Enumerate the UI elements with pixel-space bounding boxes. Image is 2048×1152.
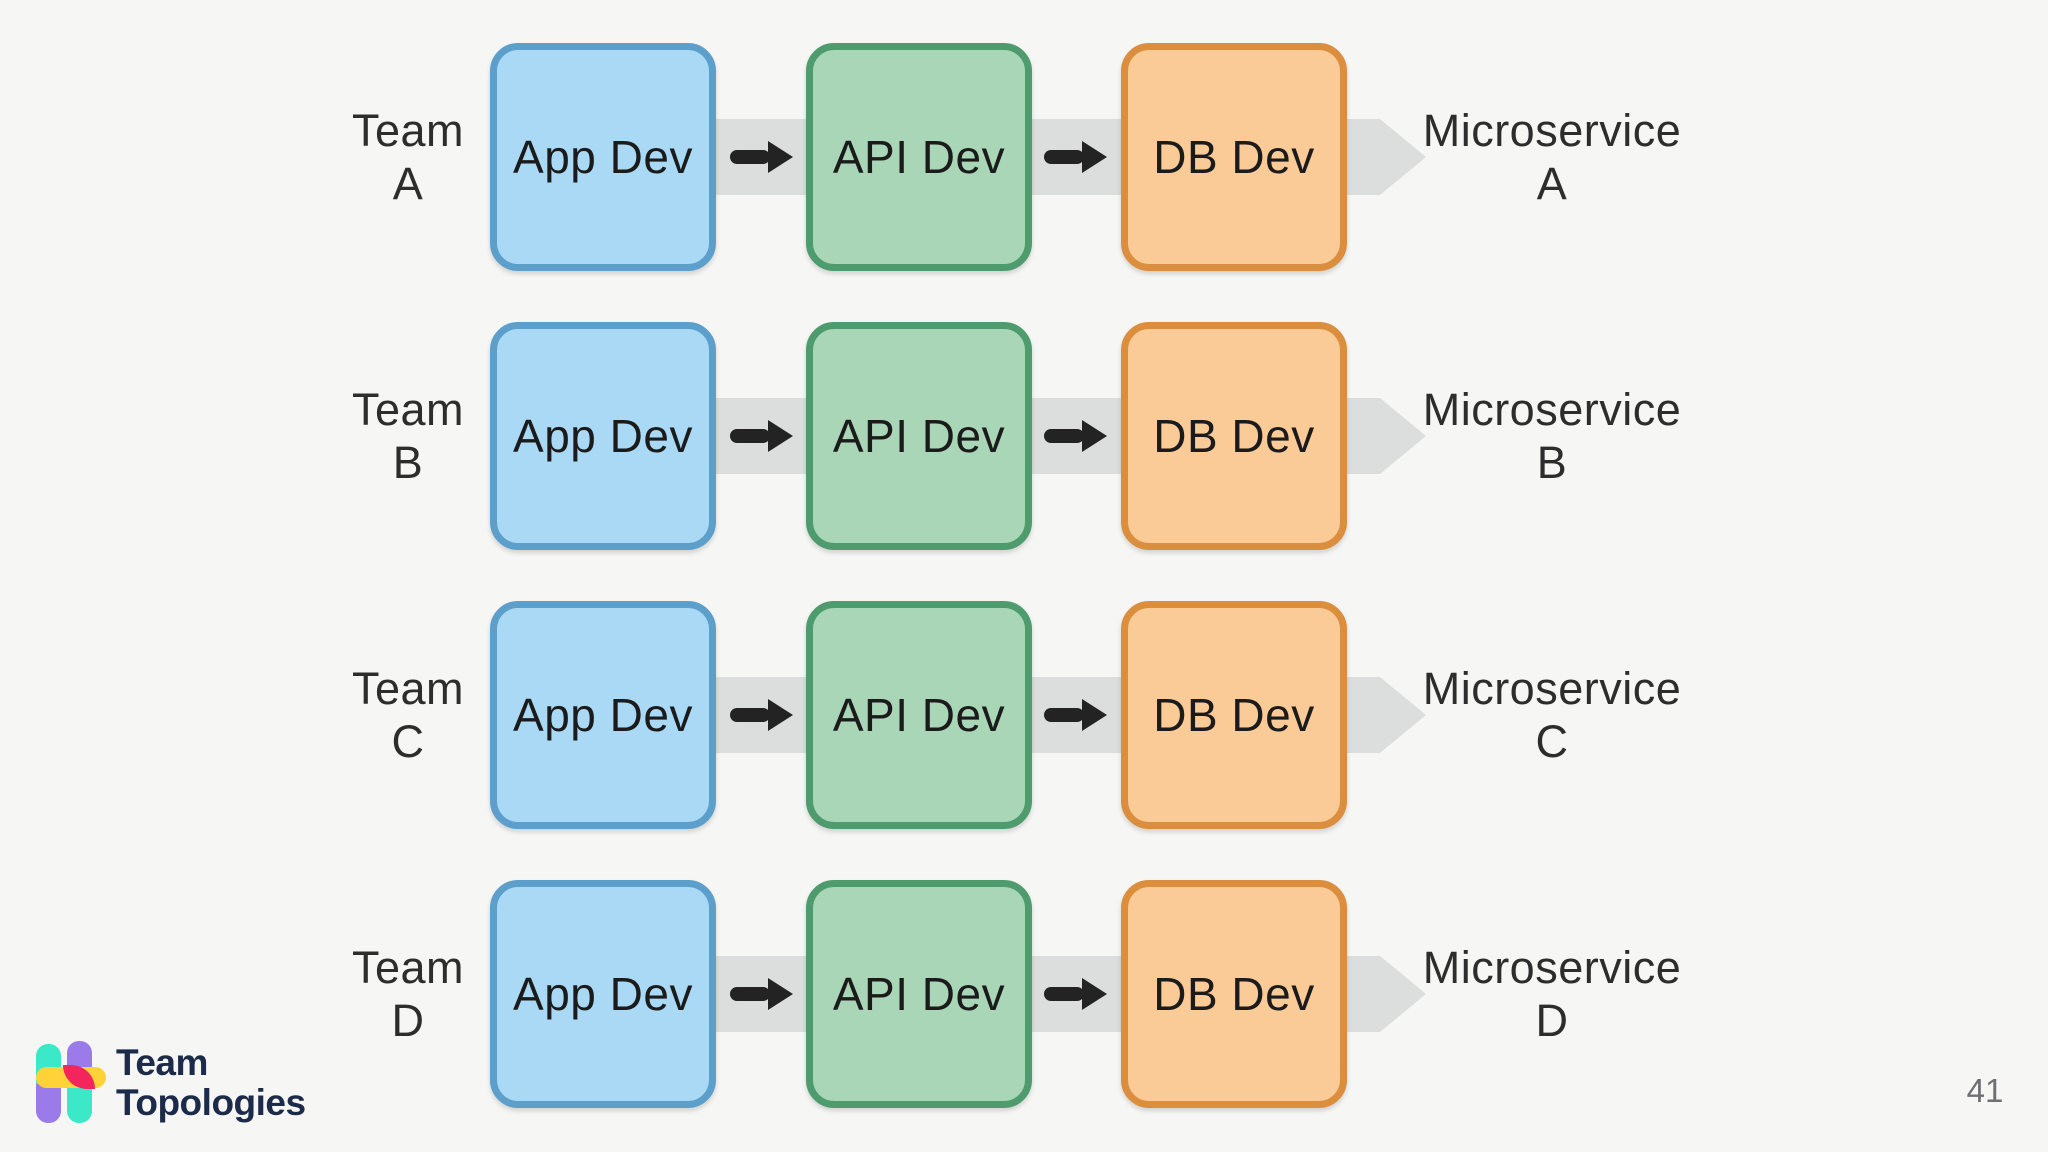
team-label-line1: Team <box>351 384 465 435</box>
arrow-right-icon <box>1044 699 1107 731</box>
microservice-label-line2: C <box>1535 716 1569 767</box>
db-dev-box-label: DB Dev <box>1153 968 1315 1020</box>
team-label: Team A <box>298 104 518 210</box>
logo-text-line2: Topologies <box>116 1082 306 1123</box>
logo-text-line1: Team <box>116 1042 208 1083</box>
db-dev-box: DB Dev <box>1121 43 1347 271</box>
api-dev-box: API Dev <box>806 601 1032 829</box>
api-dev-box-label: API Dev <box>832 689 1006 741</box>
db-dev-box-label: DB Dev <box>1153 410 1315 462</box>
app-dev-box-label: App Dev <box>513 410 693 462</box>
microservice-label: Microservice D <box>1397 941 1707 1047</box>
db-dev-box: DB Dev <box>1121 880 1347 1108</box>
microservice-label: Microservice A <box>1397 104 1707 210</box>
db-dev-box-label: DB Dev <box>1153 131 1315 183</box>
arrow-right-icon <box>730 141 793 173</box>
team-label-line1: Team <box>351 663 465 714</box>
api-dev-box: API Dev <box>806 322 1032 550</box>
microservice-label-line2: A <box>1536 158 1568 209</box>
arrow-right-icon <box>730 420 793 452</box>
api-dev-box-label: API Dev <box>832 968 1006 1020</box>
db-dev-box-label: DB Dev <box>1153 689 1315 741</box>
arrow-right-icon <box>1044 978 1107 1010</box>
pipeline-row-d: Team D App Dev API Dev DB Dev Microservi… <box>0 880 2048 1108</box>
team-label-line1: Team <box>351 105 465 156</box>
team-topologies-logo-text: Team Topologies <box>116 1043 306 1123</box>
app-dev-box-label: App Dev <box>513 131 693 183</box>
microservice-label-line1: Microservice <box>1422 663 1682 714</box>
microservice-label-line1: Microservice <box>1422 105 1682 156</box>
pipeline-row-c: Team C App Dev API Dev DB Dev Microservi… <box>0 601 2048 829</box>
team-label-line1: Team <box>351 942 465 993</box>
microservice-label-line2: D <box>1535 995 1569 1046</box>
team-label: Team D <box>298 941 518 1047</box>
microservice-label-line1: Microservice <box>1422 942 1682 993</box>
pipeline-row-a: Team A App Dev API Dev DB Dev Microservi… <box>0 43 2048 271</box>
app-dev-box: App Dev <box>490 601 716 829</box>
logo-shape-purple-bottom-left <box>36 1084 61 1123</box>
db-dev-box: DB Dev <box>1121 601 1347 829</box>
microservice-label: Microservice C <box>1397 662 1707 768</box>
microservice-label-line2: B <box>1536 437 1568 488</box>
api-dev-box: API Dev <box>806 43 1032 271</box>
team-label-line2: C <box>391 716 425 767</box>
app-dev-box: App Dev <box>490 880 716 1108</box>
pipeline-row-b: Team B App Dev API Dev DB Dev Microservi… <box>0 322 2048 550</box>
microservice-label: Microservice B <box>1397 383 1707 489</box>
team-label: Team C <box>298 662 518 768</box>
team-label-line2: D <box>391 995 425 1046</box>
api-dev-box-label: API Dev <box>832 131 1006 183</box>
api-dev-box-label: API Dev <box>832 410 1006 462</box>
arrow-right-icon <box>730 978 793 1010</box>
team-label-line2: A <box>392 158 424 209</box>
microservice-label-line1: Microservice <box>1422 384 1682 435</box>
app-dev-box: App Dev <box>490 43 716 271</box>
team-label: Team B <box>298 383 518 489</box>
db-dev-box: DB Dev <box>1121 322 1347 550</box>
app-dev-box-label: App Dev <box>513 968 693 1020</box>
team-topologies-logo-mark <box>36 1041 106 1125</box>
page-number: 41 <box>1966 1072 2004 1109</box>
arrow-right-icon <box>1044 420 1107 452</box>
api-dev-box: API Dev <box>806 880 1032 1108</box>
app-dev-box: App Dev <box>490 322 716 550</box>
app-dev-box-label: App Dev <box>513 689 693 741</box>
arrow-right-icon <box>730 699 793 731</box>
team-label-line2: B <box>392 437 424 488</box>
arrow-right-icon <box>1044 141 1107 173</box>
